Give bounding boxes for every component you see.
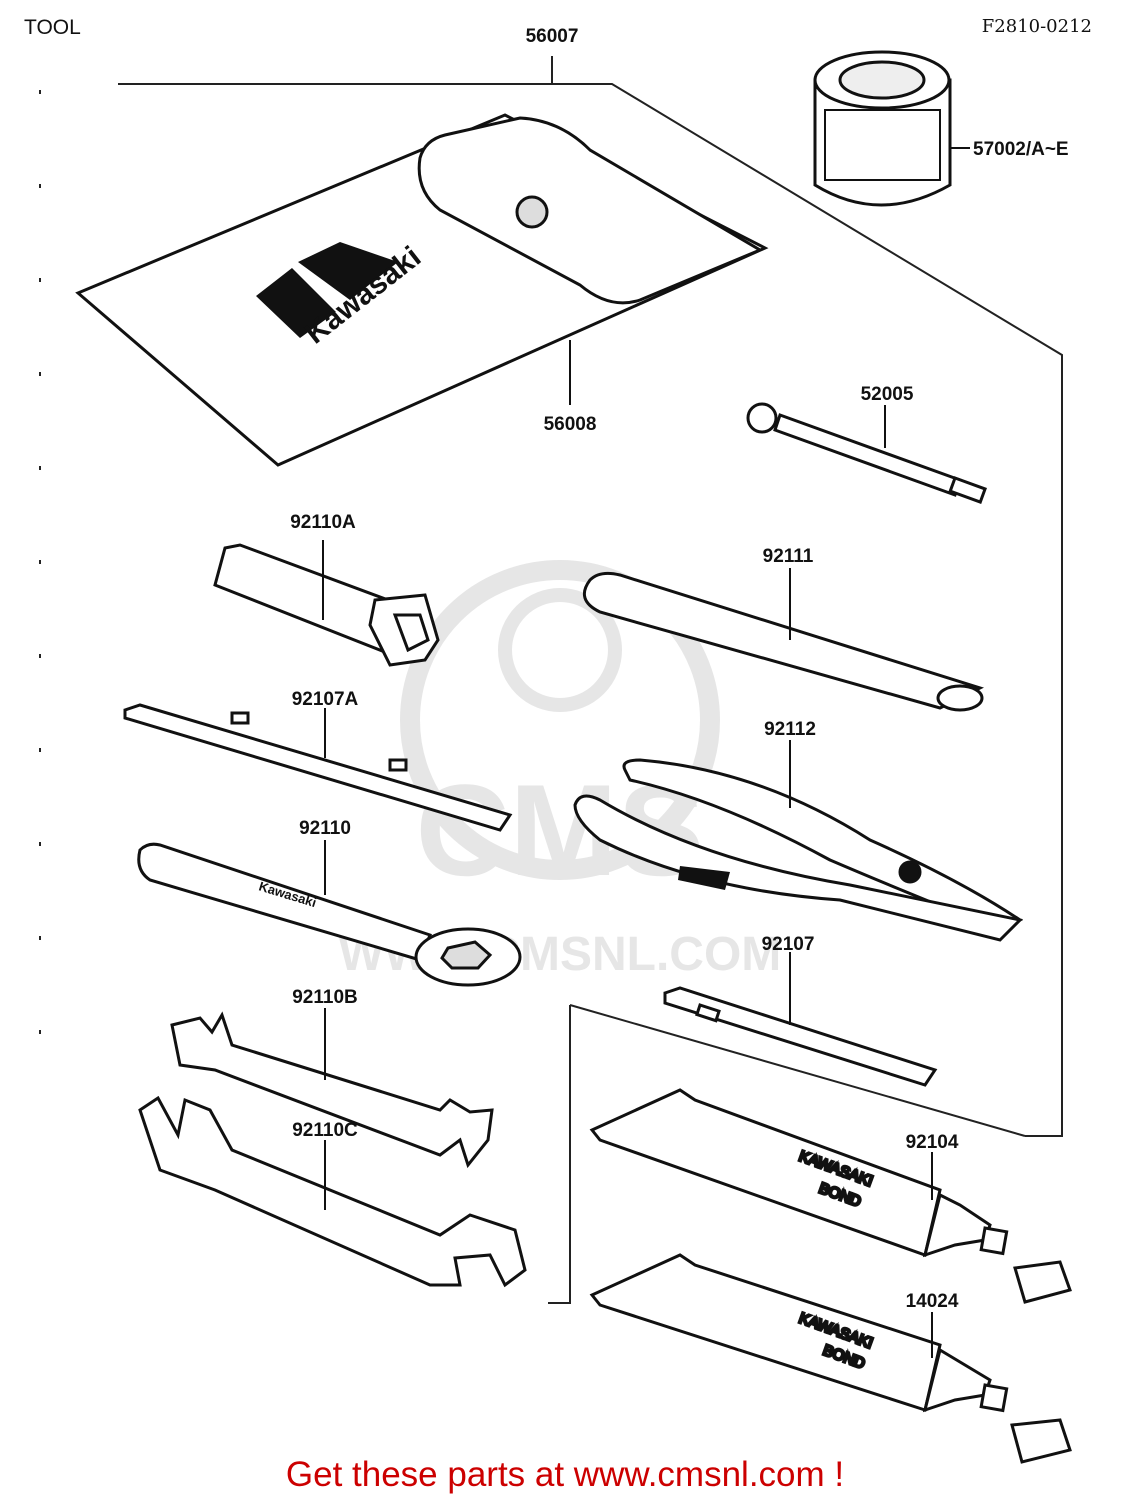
handle-bar-icon [746, 402, 987, 505]
screwdriver-short-icon [663, 986, 938, 1087]
part-label-56007: 56007 [526, 26, 579, 47]
box-wrench-icon: Kawasaki [137, 842, 522, 987]
watermark-mascot-icon [400, 560, 720, 880]
part-label-92104: 92104 [906, 1132, 959, 1153]
part-label-92110A: 92110A [290, 512, 356, 533]
handle-icon [582, 571, 984, 712]
open-wrench-large-icon [138, 1095, 527, 1288]
bond-tube-2-icon: KAWASAKI BOND [589, 1253, 1072, 1464]
watermark-mascot-face [498, 588, 622, 712]
open-wrench-small-icon [170, 1011, 494, 1169]
kit-boundary [39, 56, 1063, 1304]
part-label-92110C: 92110C [292, 1120, 358, 1141]
part-label-92107A: 92107A [292, 689, 359, 710]
part-label-52005: 52005 [861, 384, 914, 405]
bond-tube-icon: KAWASAKI BOND [589, 1088, 1072, 1304]
plug-wrench-icon [213, 543, 440, 667]
can-icon [813, 50, 952, 207]
tool-bag-icon: Kawasaki [75, 113, 769, 467]
part-label-14024: 14024 [906, 1291, 959, 1312]
part-label-92111: 92111 [763, 546, 814, 567]
part-label-57002: 57002/A~E [973, 139, 1069, 160]
screwdriver-icon [123, 703, 513, 832]
footer-link[interactable]: Get these parts at www.cmsnl.com ! [285, 1455, 845, 1494]
part-label-56008: 56008 [544, 414, 597, 435]
pliers-icon [573, 758, 1024, 942]
part-label-92107: 92107 [762, 934, 815, 955]
section-title: TOOL [24, 16, 81, 39]
part-label-92110B: 92110B [292, 987, 358, 1008]
part-label-92110: 92110 [299, 818, 351, 839]
part-label-92112: 92112 [764, 719, 816, 740]
figure-code: F2810-0212 [981, 16, 1092, 37]
